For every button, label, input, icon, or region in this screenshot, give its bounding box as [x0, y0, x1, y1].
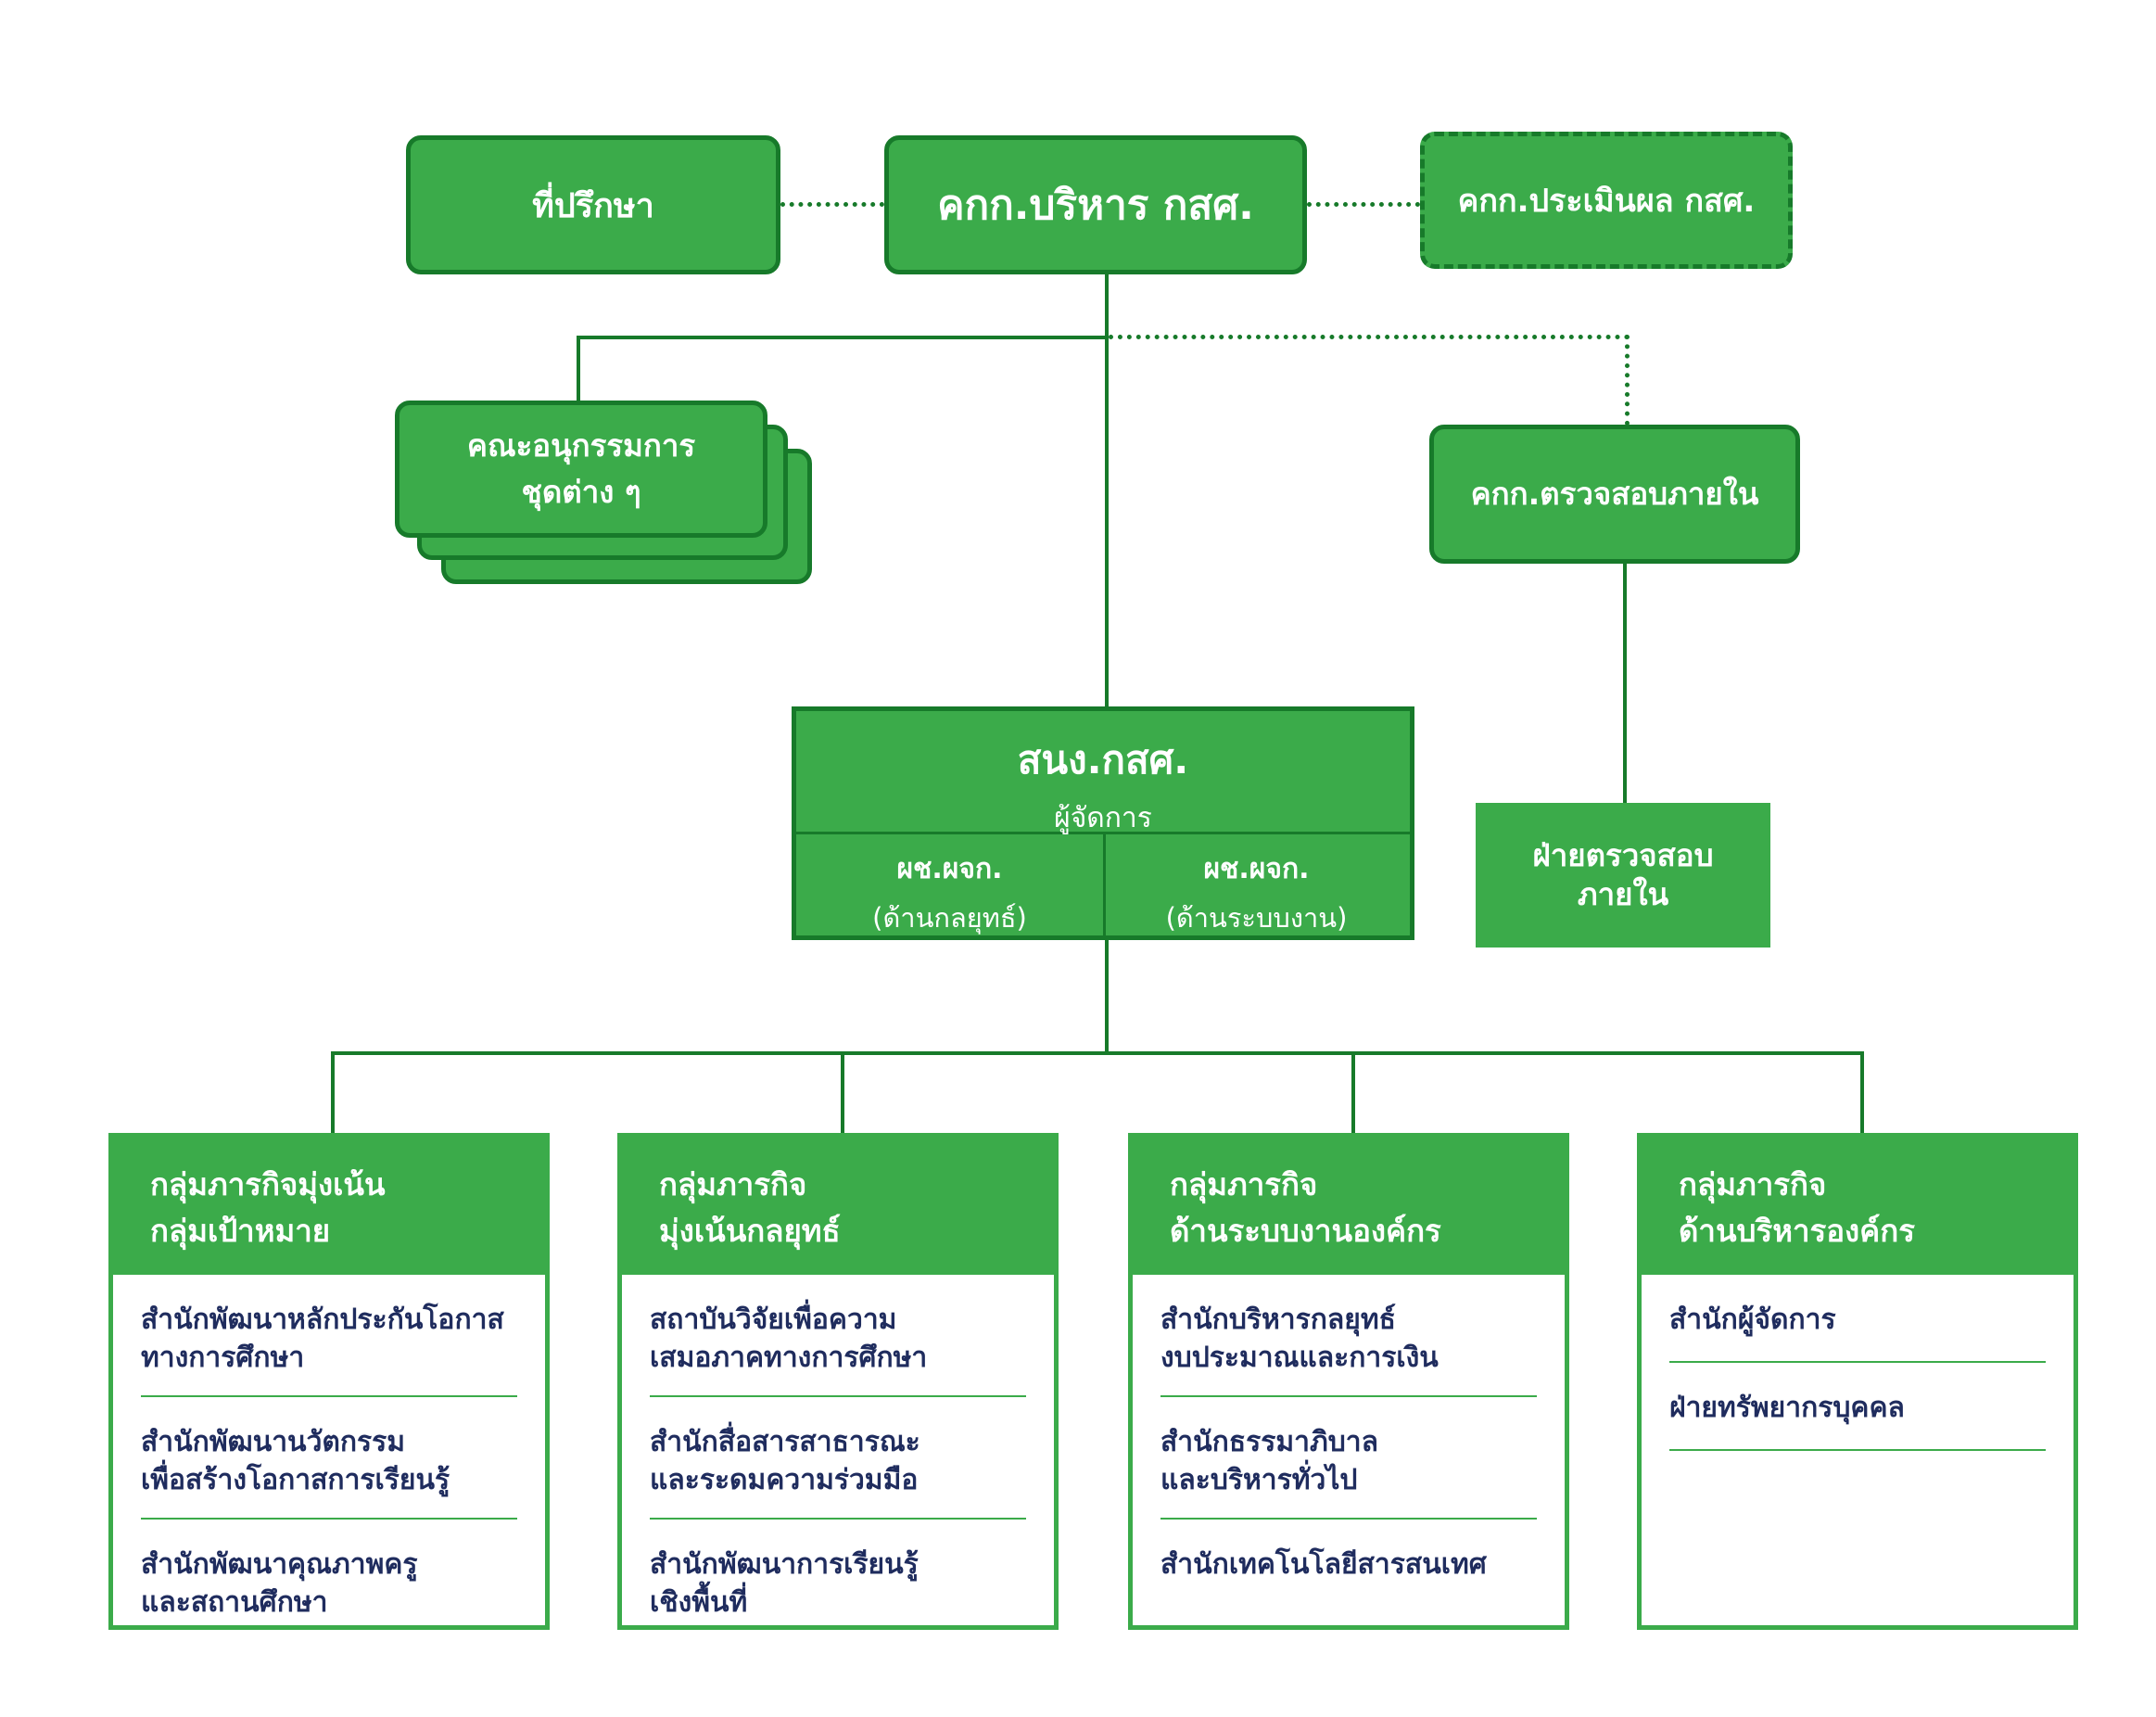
unit-item: สำนักพัฒนานวัตกรรม เพื่อสร้างโอกาสการเรี…	[141, 1397, 517, 1520]
unit-line: สำนักผู้จัดการ	[1669, 1304, 1836, 1336]
group-systems: กลุ่มภารกิจ ด้านระบบงานองค์กร สำนักบริหา…	[1128, 1133, 1569, 1630]
group-administration: กลุ่มภารกิจ ด้านบริหารองค์กร สำนักผู้จัด…	[1637, 1133, 2078, 1630]
audit-unit-connector	[1623, 562, 1627, 805]
deputy-strategy-area: (ด้านกลยุทธ์)	[872, 902, 1027, 934]
group-header: กลุ่มภารกิจ ด้านบริหารองค์กร	[1642, 1138, 2074, 1275]
unit-item: ฝ่ายทรัพยากรบุคคล	[1669, 1363, 2046, 1451]
group-header: กลุ่มภารกิจ มุ่งเน้นกลยุทธ์	[622, 1138, 1054, 1275]
group-title-line: กลุ่มภารกิจมุ่งเน้น	[150, 1166, 386, 1202]
group-title-line: กลุ่มภารกิจ	[1679, 1166, 1827, 1202]
evaluation-committee-box: คกก.ประเมินผล กสศ.	[1420, 132, 1793, 269]
unit-item: สถาบันวิจัยเพื่อความ เสมอภาคทางการศึกษา	[650, 1275, 1026, 1397]
internal-audit-unit-line-2: ภายใน	[1577, 876, 1669, 912]
internal-audit-committee-label: คกก.ตรวจสอบภายใน	[1470, 476, 1759, 512]
group-title-line: กลุ่มเป้าหมาย	[150, 1213, 331, 1249]
subcommittees-line-1: คณะอนุกรรมการ	[466, 427, 696, 464]
deputy-systems: ผช.ผจก. (ด้านระบบงาน)	[1103, 834, 1410, 940]
unit-line: และระดมความร่วมมือ	[650, 1464, 919, 1496]
trunk-line-upper	[1105, 273, 1109, 708]
group-title-line: มุ่งเน้นกลยุทธ์	[659, 1213, 841, 1249]
group-drop-1	[331, 1051, 335, 1135]
deputy-systems-title: ผช.ผจก.	[1203, 853, 1310, 885]
unit-item: สำนักผู้จัดการ	[1669, 1275, 2046, 1363]
deputy-strategy: ผช.ผจก. (ด้านกลยุทธ์)	[796, 834, 1106, 940]
unit-line: เสมอภาคทางการศึกษา	[650, 1342, 928, 1374]
unit-item: สำนักธรรมาภิบาล และบริหารทั่วไป	[1160, 1397, 1537, 1520]
unit-line: สำนักเทคโนโลยีสารสนเทศ	[1160, 1548, 1487, 1581]
group-title-line: ด้านระบบงานองค์กร	[1170, 1213, 1441, 1249]
unit-line: สำนักพัฒนาการเรียนรู้	[650, 1548, 919, 1581]
unit-line: ทางการศึกษา	[141, 1342, 305, 1374]
subcommittees-box: คณะอนุกรรมการ ชุดต่าง ๆ	[395, 401, 767, 538]
unit-item: สำนักเทคโนโลยีสารสนเทศ	[1160, 1520, 1537, 1602]
groups-bus	[331, 1051, 1864, 1055]
subcommittee-branch-v	[577, 336, 580, 404]
group-drop-2	[841, 1051, 844, 1135]
unit-line: และบริหารทั่วไป	[1160, 1464, 1358, 1496]
executive-committee-label: คกก.บริหาร กสศ.	[937, 182, 1254, 229]
group-drop-3	[1351, 1051, 1355, 1135]
group-title-line: ด้านบริหารองค์กร	[1679, 1213, 1915, 1249]
unit-line: เพื่อสร้างโอกาสการเรียนรู้	[141, 1464, 450, 1496]
deputy-strategy-title: ผช.ผจก.	[896, 853, 1003, 885]
executive-committee-box: คกก.บริหาร กสศ.	[884, 135, 1307, 274]
unit-line: เชิงพื้นที่	[650, 1586, 748, 1619]
advisor-label: ที่ปรึกษา	[532, 186, 654, 225]
office-box: สนง.กสศ. ผู้จัดการ ผช.ผจก. (ด้านกลยุทธ์)…	[792, 706, 1414, 940]
office-header: สนง.กสศ. ผู้จัดการ	[796, 711, 1410, 834]
unit-line: สำนักธรรมาภิบาล	[1160, 1426, 1379, 1458]
unit-item: สำนักบริหารกลยุทธ์ งบประมาณและการเงิน	[1160, 1275, 1537, 1397]
unit-line: ฝ่ายทรัพยากรบุคคล	[1669, 1392, 1905, 1424]
deputy-systems-area: (ด้านระบบงาน)	[1165, 902, 1348, 934]
group-target: กลุ่มภารกิจมุ่งเน้น กลุ่มเป้าหมาย สำนักพ…	[108, 1133, 550, 1630]
unit-line: สถาบันวิจัยเพื่อความ	[650, 1304, 897, 1336]
group-header: กลุ่มภารกิจมุ่งเน้น กลุ่มเป้าหมาย	[113, 1138, 545, 1275]
subcommittee-branch-h	[577, 336, 1107, 339]
group-title-line: กลุ่มภารกิจ	[659, 1166, 807, 1202]
evaluation-connector	[1307, 202, 1420, 207]
advisor-box: ที่ปรึกษา	[406, 135, 780, 274]
office-role: ผู้จัดการ	[1054, 802, 1152, 834]
trunk-line-lower	[1105, 940, 1109, 1053]
unit-line: สำนักบริหารกลยุทธ์	[1160, 1304, 1396, 1336]
group-drop-4	[1860, 1051, 1864, 1135]
audit-dashed-v	[1625, 335, 1630, 426]
unit-line: สำนักพัฒนาหลักประกันโอกาส	[141, 1304, 504, 1336]
subcommittees-line-2: ชุดต่าง ๆ	[521, 474, 641, 510]
unit-line: สำนักพัฒนาคุณภาพครู	[141, 1548, 418, 1581]
unit-item: สำนักพัฒนาหลักประกันโอกาส ทางการศึกษา	[141, 1275, 517, 1397]
unit-line: และสถานศึกษา	[141, 1586, 328, 1619]
evaluation-committee-label: คกก.ประเมินผล กสศ.	[1457, 183, 1756, 220]
office-name: สนง.กสศ.	[1017, 737, 1189, 782]
advisor-connector	[780, 202, 884, 207]
audit-dashed-h	[1109, 335, 1630, 339]
unit-item: สำนักพัฒนาการเรียนรู้ เชิงพื้นที่	[650, 1520, 1026, 1640]
internal-audit-committee-box: คกก.ตรวจสอบภายใน	[1429, 425, 1800, 564]
unit-line: งบประมาณและการเงิน	[1160, 1342, 1439, 1374]
unit-line: สำนักสื่อสารสาธารณะ	[650, 1426, 920, 1458]
internal-audit-unit-line-1: ฝ่ายตรวจสอบ	[1532, 837, 1714, 873]
group-title-line: กลุ่มภารกิจ	[1170, 1166, 1318, 1202]
unit-item: สำนักพัฒนาคุณภาพครู และสถานศึกษา	[141, 1520, 517, 1640]
internal-audit-unit-box: ฝ่ายตรวจสอบ ภายใน	[1476, 803, 1770, 948]
group-strategy: กลุ่มภารกิจ มุ่งเน้นกลยุทธ์ สถาบันวิจัยเ…	[617, 1133, 1059, 1630]
group-header: กลุ่มภารกิจ ด้านระบบงานองค์กร	[1133, 1138, 1565, 1275]
unit-line: สำนักพัฒนานวัตกรรม	[141, 1426, 406, 1458]
unit-item: สำนักสื่อสารสาธารณะ และระดมความร่วมมือ	[650, 1397, 1026, 1520]
